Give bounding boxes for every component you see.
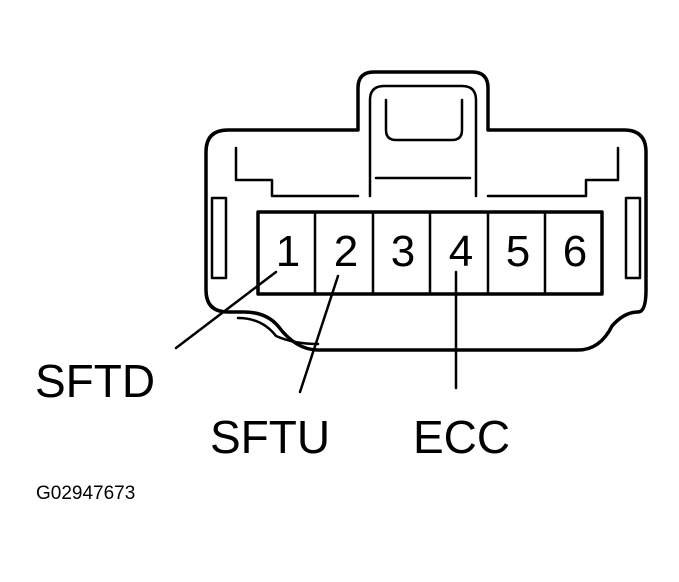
pin-4-number: 4	[449, 227, 473, 276]
pin-5-number: 5	[506, 227, 530, 276]
pin-2-number: 2	[334, 227, 358, 276]
left-shoulder	[234, 146, 360, 198]
sftd-leader-line	[174, 270, 278, 350]
connector-housing	[204, 70, 648, 352]
latch-inner	[384, 98, 464, 142]
sftd-label: SFTD	[35, 355, 155, 407]
pin-3-number: 3	[391, 227, 415, 276]
right-shoulder	[486, 146, 620, 198]
pin-6-number: 6	[563, 227, 587, 276]
left-notch	[210, 196, 228, 280]
figure-id: G02947673	[36, 483, 135, 504]
latch-outer	[368, 84, 478, 198]
ecc-label: ECC	[413, 411, 510, 463]
pin-1-number: 1	[276, 227, 300, 276]
sftu-leader-line	[298, 274, 340, 394]
right-notch	[624, 196, 642, 280]
sftu-label: SFTU	[210, 411, 330, 463]
housing-inner-line	[236, 316, 320, 346]
